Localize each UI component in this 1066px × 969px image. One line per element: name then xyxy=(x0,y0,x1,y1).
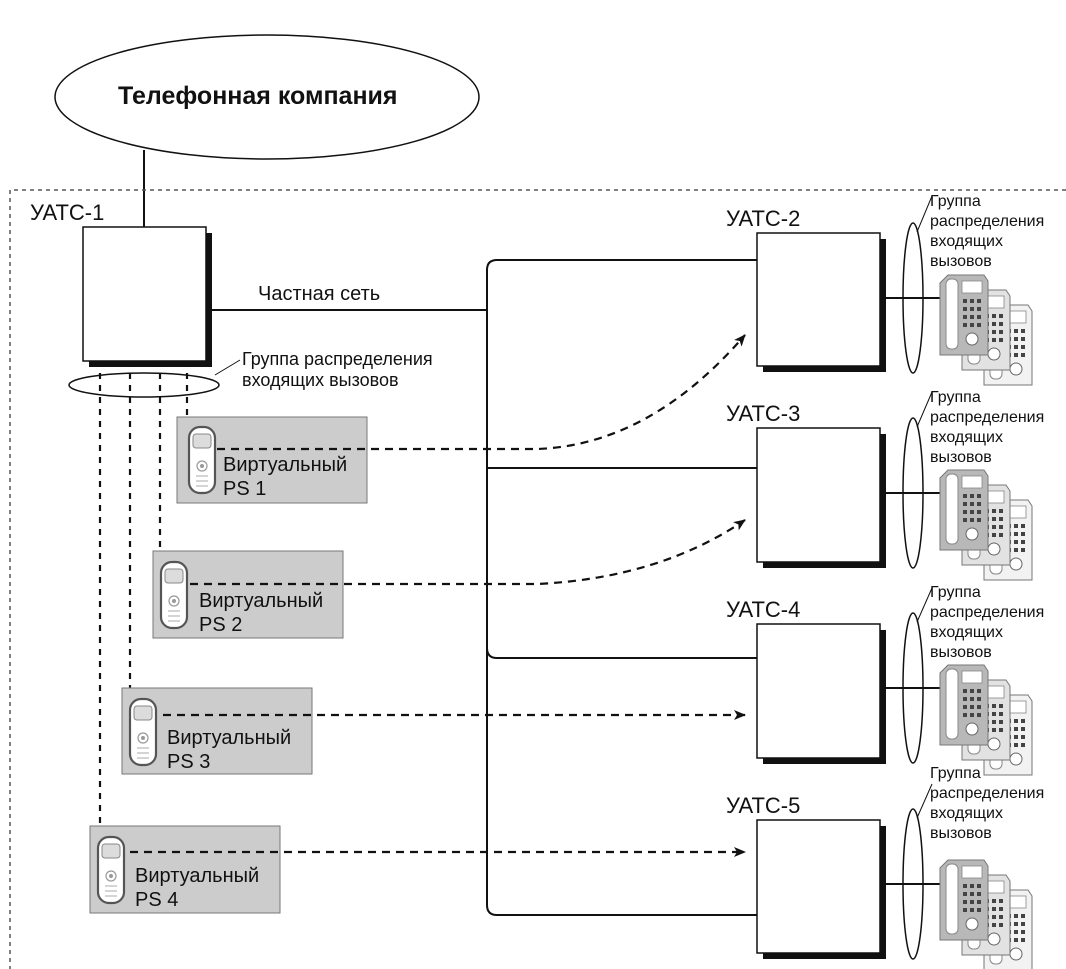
desk-phone-group-icon xyxy=(940,665,1032,775)
virtual-ps-1-line1: Виртуальный xyxy=(223,454,348,476)
network-bus xyxy=(486,259,757,916)
ps-dashed-links xyxy=(98,361,189,828)
pbx-1-group-label: Группа распределения входящих вызовов xyxy=(242,349,433,390)
pbx-3-group-label: Группа распределения входящих вызовов xyxy=(930,389,1045,466)
virtual-ps-2-line2: PS 2 xyxy=(199,614,243,636)
virtual-ps-4-line2: PS 4 xyxy=(135,889,179,911)
pbx-2-group-label: Группа распределения входящих вызовов xyxy=(930,193,1045,270)
virtual-ps-4-line1: Виртуальный xyxy=(135,865,260,887)
telephone-company-cloud xyxy=(54,34,480,160)
remote-pbx-boxes xyxy=(756,232,886,959)
pbx-1-label: УАТС-1 xyxy=(30,200,105,225)
desk-phone-group-icon xyxy=(940,470,1032,580)
telephone-company-label: Телефонная компания xyxy=(118,82,398,110)
virtual-ps-2-line1: Виртуальный xyxy=(199,590,324,612)
handset-icon xyxy=(187,425,217,495)
forwarding-arrows xyxy=(130,334,746,857)
remote-group-leaders xyxy=(916,195,933,819)
desk-phone-group-icon xyxy=(940,275,1032,385)
pbx-1-box xyxy=(82,226,207,362)
private-network-label: Частная сеть xyxy=(258,283,381,305)
virtual-ps-3-line1: Виртуальный xyxy=(167,727,292,749)
handset-icon xyxy=(159,560,189,630)
pbx-4-label: УАТС-4 xyxy=(726,597,801,622)
virtual-ps-3-line2: PS 3 xyxy=(167,751,211,773)
desk-phone-group-icon xyxy=(940,860,1032,969)
handset-icon xyxy=(96,835,126,905)
pbx-5-group-label: Группа распределения входящих вызовов xyxy=(930,765,1045,842)
pbx-3-label: УАТС-3 xyxy=(726,401,801,426)
group-leader-line xyxy=(214,359,241,376)
pbx-4-group-label: Группа распределения входящих вызовов xyxy=(930,584,1045,661)
pbx-5-label: УАТС-5 xyxy=(726,793,801,818)
site-border xyxy=(9,189,1066,969)
pbx-2-label: УАТС-2 xyxy=(726,206,801,231)
remote-group-ellipses xyxy=(902,222,924,960)
handset-icon xyxy=(128,697,158,767)
pbx-1-group-ellipse xyxy=(68,372,220,398)
virtual-ps-1-line2: PS 1 xyxy=(223,478,267,500)
phone-links xyxy=(880,297,945,885)
